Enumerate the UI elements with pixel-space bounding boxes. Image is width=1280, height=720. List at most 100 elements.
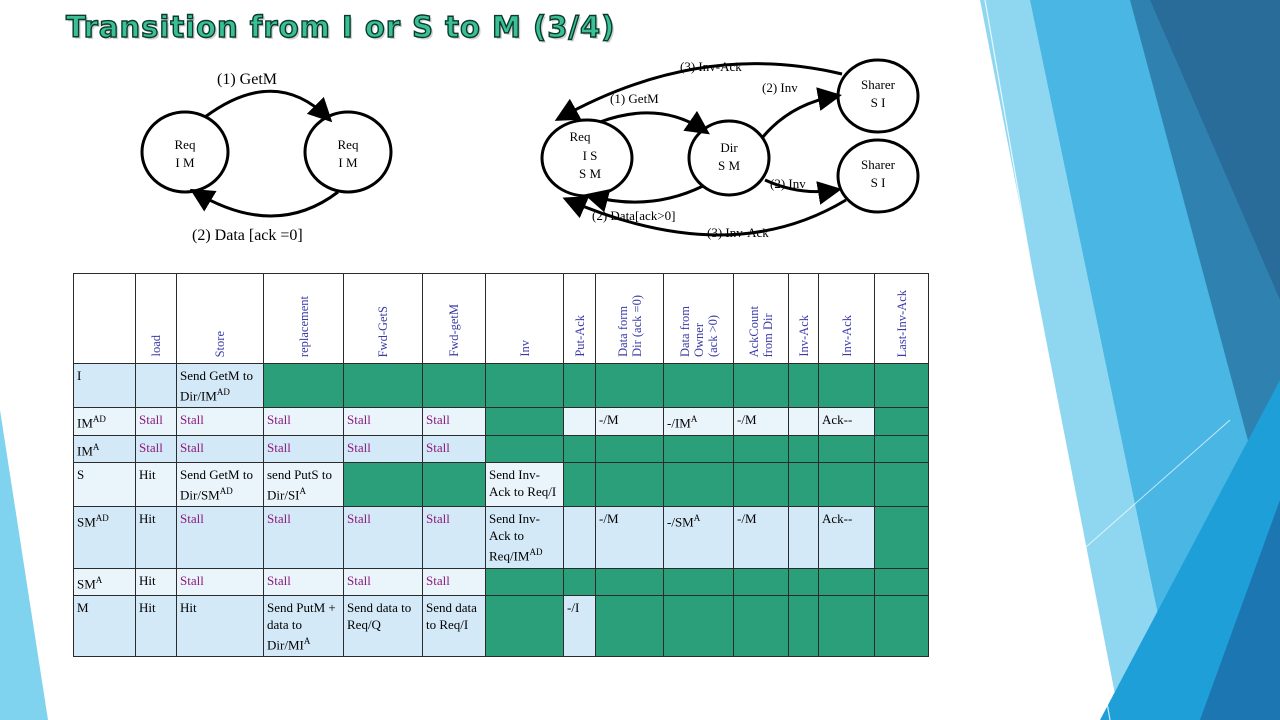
invalid-cell <box>595 434 664 463</box>
action-cell: Stall <box>343 407 423 436</box>
action-cell: Stall <box>176 434 264 463</box>
inv-ack-top-label: (3) Inv-Ack <box>680 59 742 74</box>
invalid-cell <box>874 567 929 596</box>
action-cell: Stall <box>176 567 264 596</box>
column-header-6: Inv <box>485 273 564 364</box>
action-cell: -/I <box>563 594 596 658</box>
invalid-cell <box>663 567 734 596</box>
column-header-4: Fwd-GetS <box>343 273 423 364</box>
column-header-12: Inv-Ack <box>818 273 875 364</box>
invalid-cell <box>595 461 664 508</box>
dir-node <box>687 119 771 197</box>
sharer-top-line2: S I <box>871 95 886 110</box>
action-cell: Stall <box>263 506 344 569</box>
action-cell: -/SMA <box>663 506 734 569</box>
invalid-cell <box>874 362 929 409</box>
invalid-cell <box>874 506 929 569</box>
data-right-label: (2) Data[ack>0] <box>592 208 675 223</box>
req-node-right <box>303 110 393 194</box>
req-node-line2: I S <box>583 148 598 163</box>
invalid-cell <box>263 362 344 409</box>
inv-top-arrow <box>760 87 842 139</box>
invalid-cell <box>485 567 564 596</box>
action-cell <box>563 407 596 436</box>
column-header-label: Inv-Ack <box>796 315 811 357</box>
invalid-cell <box>818 362 875 409</box>
action-cell: Send GetM to Dir/SMAD <box>176 461 264 508</box>
action-cell: Send GetM to Dir/IMAD <box>176 362 264 409</box>
state-cell: IMA <box>73 434 136 463</box>
action-cell: Stall <box>176 506 264 569</box>
invalid-cell <box>485 407 564 436</box>
invalid-cell <box>485 362 564 409</box>
invalid-cell <box>595 567 664 596</box>
invalid-cell <box>788 594 819 658</box>
right-diagram: Req I S S M Dir S M Sharer S I Sharer S … <box>540 58 920 240</box>
state-cell: IMAD <box>73 407 136 436</box>
action-cell: Stall <box>343 567 423 596</box>
action-cell: Stall <box>176 407 264 436</box>
column-header-11: Inv-Ack <box>788 273 819 364</box>
action-cell: Stall <box>263 567 344 596</box>
invalid-cell <box>788 567 819 596</box>
action-cell: Send data to Req/Q <box>343 594 423 658</box>
getm-arrow <box>204 89 333 123</box>
invalid-cell <box>733 567 789 596</box>
action-cell <box>788 407 819 436</box>
left-diagram: Req I M Req I M (1) GetM (2) Data [ack =… <box>140 71 393 244</box>
state-cell: I <box>73 362 136 409</box>
action-cell: Hit <box>135 567 177 596</box>
req-node-right-line1: Req <box>338 137 359 152</box>
inv-bottom-arrow <box>764 178 842 205</box>
state-cell: SMAD <box>73 506 136 569</box>
column-header-3: replacement <box>263 273 344 364</box>
action-cell: Send Inv-Ack to Req/IMAD <box>485 506 564 569</box>
action-cell: Stall <box>263 407 344 436</box>
column-header-7: Put-Ack <box>563 273 596 364</box>
invalid-cell <box>663 594 734 658</box>
action-cell: Send data to Req/I <box>422 594 486 658</box>
column-header-label: Fwd-GetS <box>376 305 390 357</box>
action-cell: Hit <box>176 594 264 658</box>
req-node-left <box>140 110 230 194</box>
invalid-cell <box>343 461 423 508</box>
invalid-cell <box>733 594 789 658</box>
page-title: Transition from I or S to M (3/4) <box>65 9 616 44</box>
invalid-cell <box>422 362 486 409</box>
data-label: (2) Data [ack =0] <box>192 227 303 244</box>
invalid-cell <box>563 362 596 409</box>
invalid-cell <box>818 461 875 508</box>
action-cell: Send Inv-Ack to Req/I <box>485 461 564 508</box>
state-cell: SMA <box>73 567 136 596</box>
action-cell: Hit <box>135 594 177 658</box>
action-cell: Hit <box>135 506 177 569</box>
inv-bottom-label: (2) Inv <box>770 176 806 191</box>
column-header-label: Put-Ack <box>572 315 587 357</box>
column-header-label: load <box>149 335 163 357</box>
column-header-label: replacement <box>296 295 311 357</box>
action-cell: Hit <box>135 461 177 508</box>
column-header-13: Last-Inv-Ack <box>874 273 929 364</box>
dir-node-line1: Dir <box>720 140 738 155</box>
req-node-line1: Req <box>570 129 591 144</box>
invalid-cell <box>563 567 596 596</box>
column-header-1: load <box>135 273 177 364</box>
inv-ack-top-arrow <box>554 62 843 121</box>
invalid-cell <box>563 434 596 463</box>
column-header-label: Fwd-getM <box>447 304 461 357</box>
invalid-cell <box>818 594 875 658</box>
invalid-cell <box>818 567 875 596</box>
invalid-cell <box>818 434 875 463</box>
column-header-label: Store <box>213 330 227 357</box>
getm-right-label: (1) GetM <box>610 91 659 106</box>
state-cell: M <box>73 594 136 658</box>
